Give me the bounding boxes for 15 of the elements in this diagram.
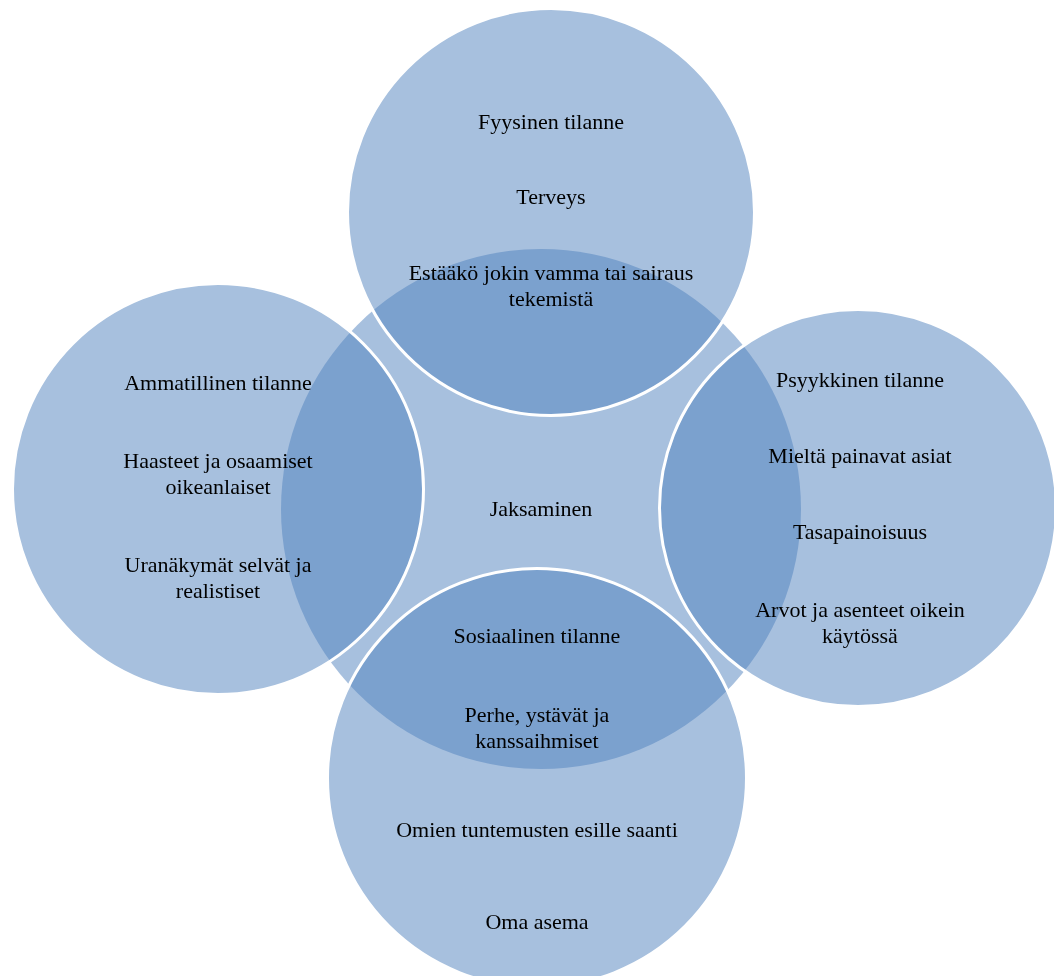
- circle-text: Tasapainoisuus: [791, 519, 929, 545]
- circle-heading: Ammatillinen tilanne: [123, 370, 313, 396]
- circle-text: Perhe, ystävät ja kanssaihmiset: [463, 702, 611, 754]
- circle-heading: Sosiaalinen tilanne: [452, 623, 622, 649]
- circle-heading: Psyykkinen tilanne: [774, 367, 945, 393]
- circle-text: Terveys: [515, 184, 587, 210]
- circle-text: Mieltä painavat asiat: [767, 443, 953, 469]
- circle-text: Haasteet ja osaamiset oikeanlaiset: [122, 448, 314, 500]
- circle-text: Omien tuntemusten esille saanti: [395, 817, 679, 843]
- circle-text: Oma asema: [484, 909, 590, 935]
- circle-text: Arvot ja asenteet oikein käytössä: [754, 597, 966, 649]
- circle-text: Estääkö jokin vamma tai sairaus tekemistä: [407, 260, 695, 312]
- circle-text: Jaksaminen: [488, 496, 594, 522]
- circle-heading: Fyysinen tilanne: [476, 109, 625, 135]
- circle-text: Uranäkymät selvät ja realistiset: [123, 552, 313, 604]
